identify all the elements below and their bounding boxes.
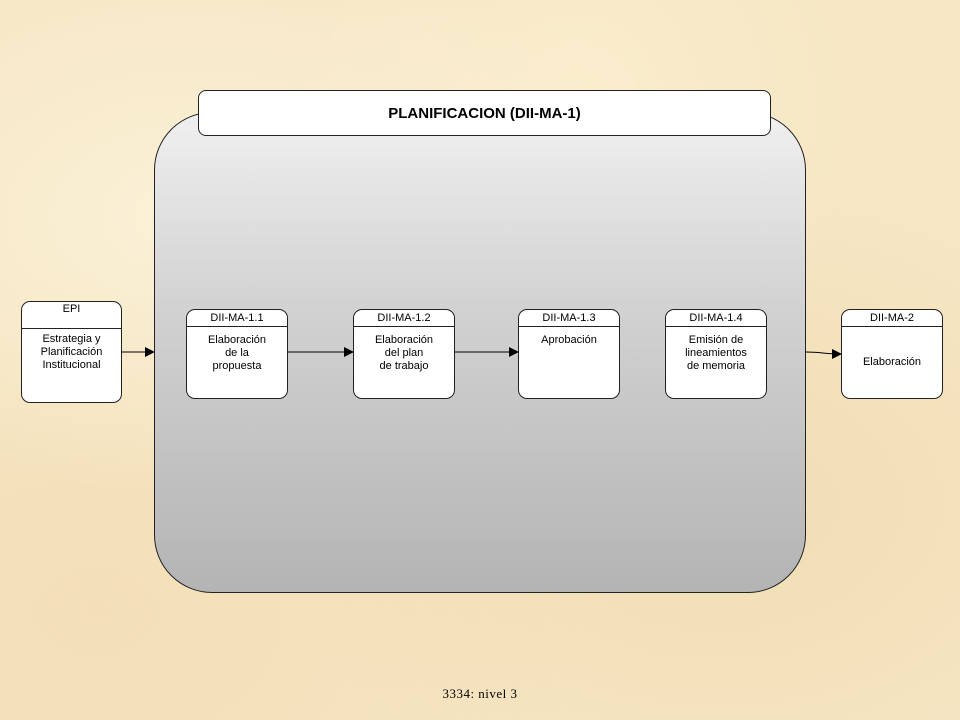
edge-dii-ma-1-4-to-dii-ma-2 xyxy=(805,348,842,359)
node-dii-ma-1-3: DII-MA-1.3 Aprobación xyxy=(518,309,620,399)
node-epi-label: Estrategia y Planificación Institucional xyxy=(40,333,103,371)
node-dii-ma-1-3-code: DII-MA-1.3 xyxy=(519,310,619,327)
node-dii-ma-2: DII-MA-2 Elaboración xyxy=(841,309,943,399)
process-title: PLANIFICACION (DII-MA-1) xyxy=(198,90,771,136)
node-dii-ma-1-2-code: DII-MA-1.2 xyxy=(354,310,454,327)
footer-caption: 3334: nivel 3 xyxy=(442,686,518,701)
node-dii-ma-2-code: DII-MA-2 xyxy=(842,310,942,327)
node-dii-ma-1-3-label: Aprobación xyxy=(541,334,597,346)
node-dii-ma-1-1-label: Elaboración de la propuesta xyxy=(207,334,267,372)
node-dii-ma-1-4-code: DII-MA-1.4 xyxy=(666,310,766,327)
node-epi-code: EPI xyxy=(22,302,121,329)
node-dii-ma-1-4: DII-MA-1.4 Emisión de lineamientos de me… xyxy=(665,309,767,399)
node-epi: EPI Estrategia y Planificación Instituci… xyxy=(21,301,122,403)
node-dii-ma-1-2-label: Elaboración del plan de trabajo xyxy=(374,334,434,372)
node-dii-ma-1-1: DII-MA-1.1 Elaboración de la propuesta xyxy=(186,309,288,399)
process-title-text: PLANIFICACION (DII-MA-1) xyxy=(388,104,581,122)
node-dii-ma-1-1-code: DII-MA-1.1 xyxy=(187,310,287,327)
node-dii-ma-1-4-label: Emisión de lineamientos de memoria xyxy=(685,334,747,372)
node-dii-ma-2-label: Elaboración xyxy=(862,355,922,368)
